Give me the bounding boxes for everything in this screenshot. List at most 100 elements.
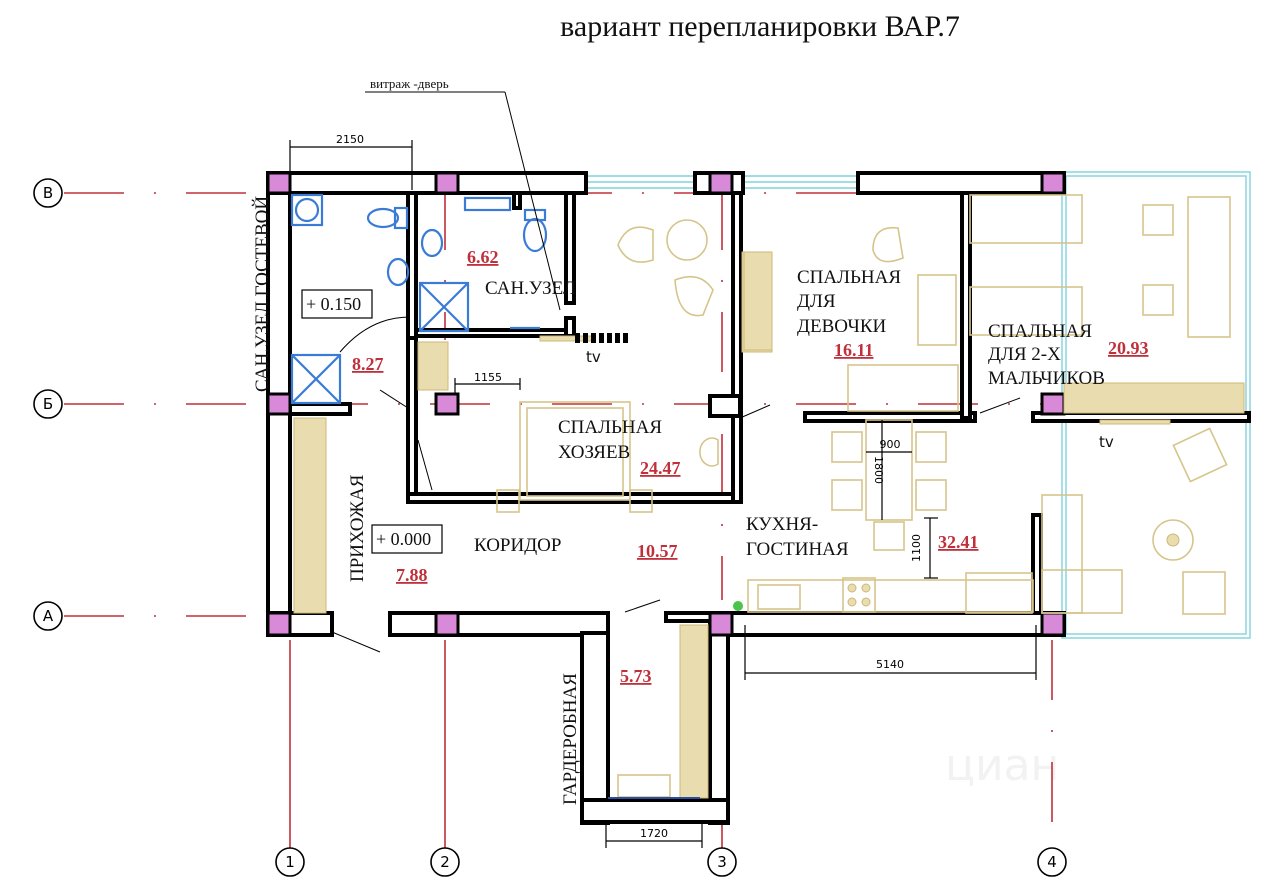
room-area-girl: 16.11 [834,340,874,360]
radiator-icon [463,196,512,212]
svg-text:+ 0.000: + 0.000 [376,529,431,549]
tv-stand-living [1099,419,1171,425]
dimension-table-width: 900 [866,438,912,453]
svg-text:1100: 1100 [910,534,923,562]
dimension-column-offset: 1155 [454,371,521,394]
coffee-table-icon [666,219,708,261]
room-name-boys-3: МАЛЬЧИКОВ [988,368,1105,389]
doors [331,316,1021,653]
room-name-wardrobe: ГАРДЕРОБНАЯ [560,673,581,805]
room-name-boys-1: СПАЛЬНАЯ [988,321,1092,342]
svg-text:1800: 1800 [872,456,885,484]
level-mark-floor: + 0.000 [371,524,443,554]
furniture [293,194,1245,799]
annotation-stained-glass: витраж -дверь [365,76,561,311]
armchair-master-icon [699,437,719,467]
room-name-kitchen-2: ГОСТИНАЯ [746,539,849,560]
desk-girl-icon [917,274,957,346]
armchair-icon-2 [674,275,714,317]
axis-bubble-row-b: Б [33,389,63,419]
dimension-guest-bath-width: 2150 [289,133,413,190]
room-name-girl-1: СПАЛЬНАЯ [797,267,901,288]
double-bed-icon [519,401,631,501]
armchair-living-icon-2 [1172,427,1228,483]
svg-text:1155: 1155 [474,371,502,384]
room-name-master-2: ХОЗЯЕВ [558,442,630,463]
bed-girl-icon [847,364,959,412]
svg-text:А: А [43,607,54,625]
dimension-kitchen-length: 5140 [744,625,1037,680]
shower-tray-icon [290,353,342,405]
tv-unit-master [575,333,628,343]
nightstand-icon [496,489,520,513]
room-name-hall: ПРИХОЖАЯ [347,474,368,582]
room-name-boys-2: ДЛЯ 2-Х [988,344,1061,365]
fridge-icon [965,572,1033,614]
svg-text:1720: 1720 [640,827,668,840]
toilet-icon [366,207,400,229]
gas-riser-icon [733,601,743,611]
wardrobe-shelves-icon [679,624,709,799]
door-wardrobe [624,599,661,613]
svg-text:В: В [43,184,53,202]
axis-bubble-col-1: 1 [275,847,305,877]
sink-icon-bath [420,228,444,258]
svg-text:1: 1 [285,853,295,871]
dining-chair-icon [831,431,863,463]
door-girl [739,404,771,419]
plan-title: вариант перепланировки ВАР.7 [560,10,960,43]
room-area-guest-bath: 8.27 [352,354,384,374]
dimension-table-clearance: 1100 [910,517,938,579]
svg-text:Б: Б [43,395,53,413]
room-area-corridor: 10.57 [637,541,678,561]
stove-icon [842,577,876,613]
nightstand-icon-2 [629,489,653,513]
chair-boys-icon-2 [1142,284,1174,316]
tv-label-master: tv [586,348,601,366]
coffee-table-living-icon [1152,519,1194,561]
svg-text:2: 2 [440,853,450,871]
desk-boys-icon [1187,196,1231,338]
svg-text:2150: 2150 [336,133,364,146]
svg-text:+ 0.150: + 0.150 [306,294,361,314]
axis-bubble-row-v: В [33,178,63,208]
svg-text:5140: 5140 [876,658,904,671]
washing-machine-icon [290,193,324,227]
room-name-girl-2: ДЛЯ [797,291,836,312]
shower-tray-icon-bath [418,281,470,333]
room-area-boys: 20.93 [1108,338,1149,358]
door-master [417,439,433,491]
dining-table-icon [865,419,913,521]
plumbing-fixtures [290,193,548,405]
chair-girl-icon [872,226,904,263]
axis-bubble-row-a: А [33,601,63,631]
sink-icon [386,257,410,287]
room-name-corridor: КОРИДОР [474,535,561,556]
kitchen-sink-icon [757,584,801,610]
armchair-icon [617,226,654,263]
room-area-hall: 7.88 [396,565,428,585]
room-area-bath: 6.62 [467,247,499,267]
toilet-icon-bath [522,217,548,253]
svg-text:витраж -дверь: витраж -дверь [370,76,449,91]
tv-label-living: tv [1099,433,1114,451]
level-mark-bath: + 0.150 [301,289,373,319]
door-boys [979,397,1021,414]
hall-wardrobe-icon [293,417,327,614]
room-name-girl-3: ДЕВОЧКИ [797,316,887,337]
room-name-bath: САН.УЗЕЛ [485,278,576,299]
wardrobe-bench-icon [617,774,671,798]
door-guest-bath [339,316,411,353]
axis-bubble-col-4: 4 [1037,847,1067,877]
kitchen-counter-icon [747,579,1034,613]
dimension-wardrobe-width: 1720 [605,822,703,848]
room-name-kitchen-1: КУХНЯ- [746,514,818,535]
armchair-living-icon [1182,571,1226,615]
room-area-master: 24.47 [640,458,681,478]
axis-bubble-col-2: 2 [430,847,460,877]
dimension-table-length: 1800 [872,420,885,520]
axis-bubble-col-3: 3 [707,847,737,877]
structural-columns [266,171,1066,637]
svg-text:3: 3 [717,853,727,871]
